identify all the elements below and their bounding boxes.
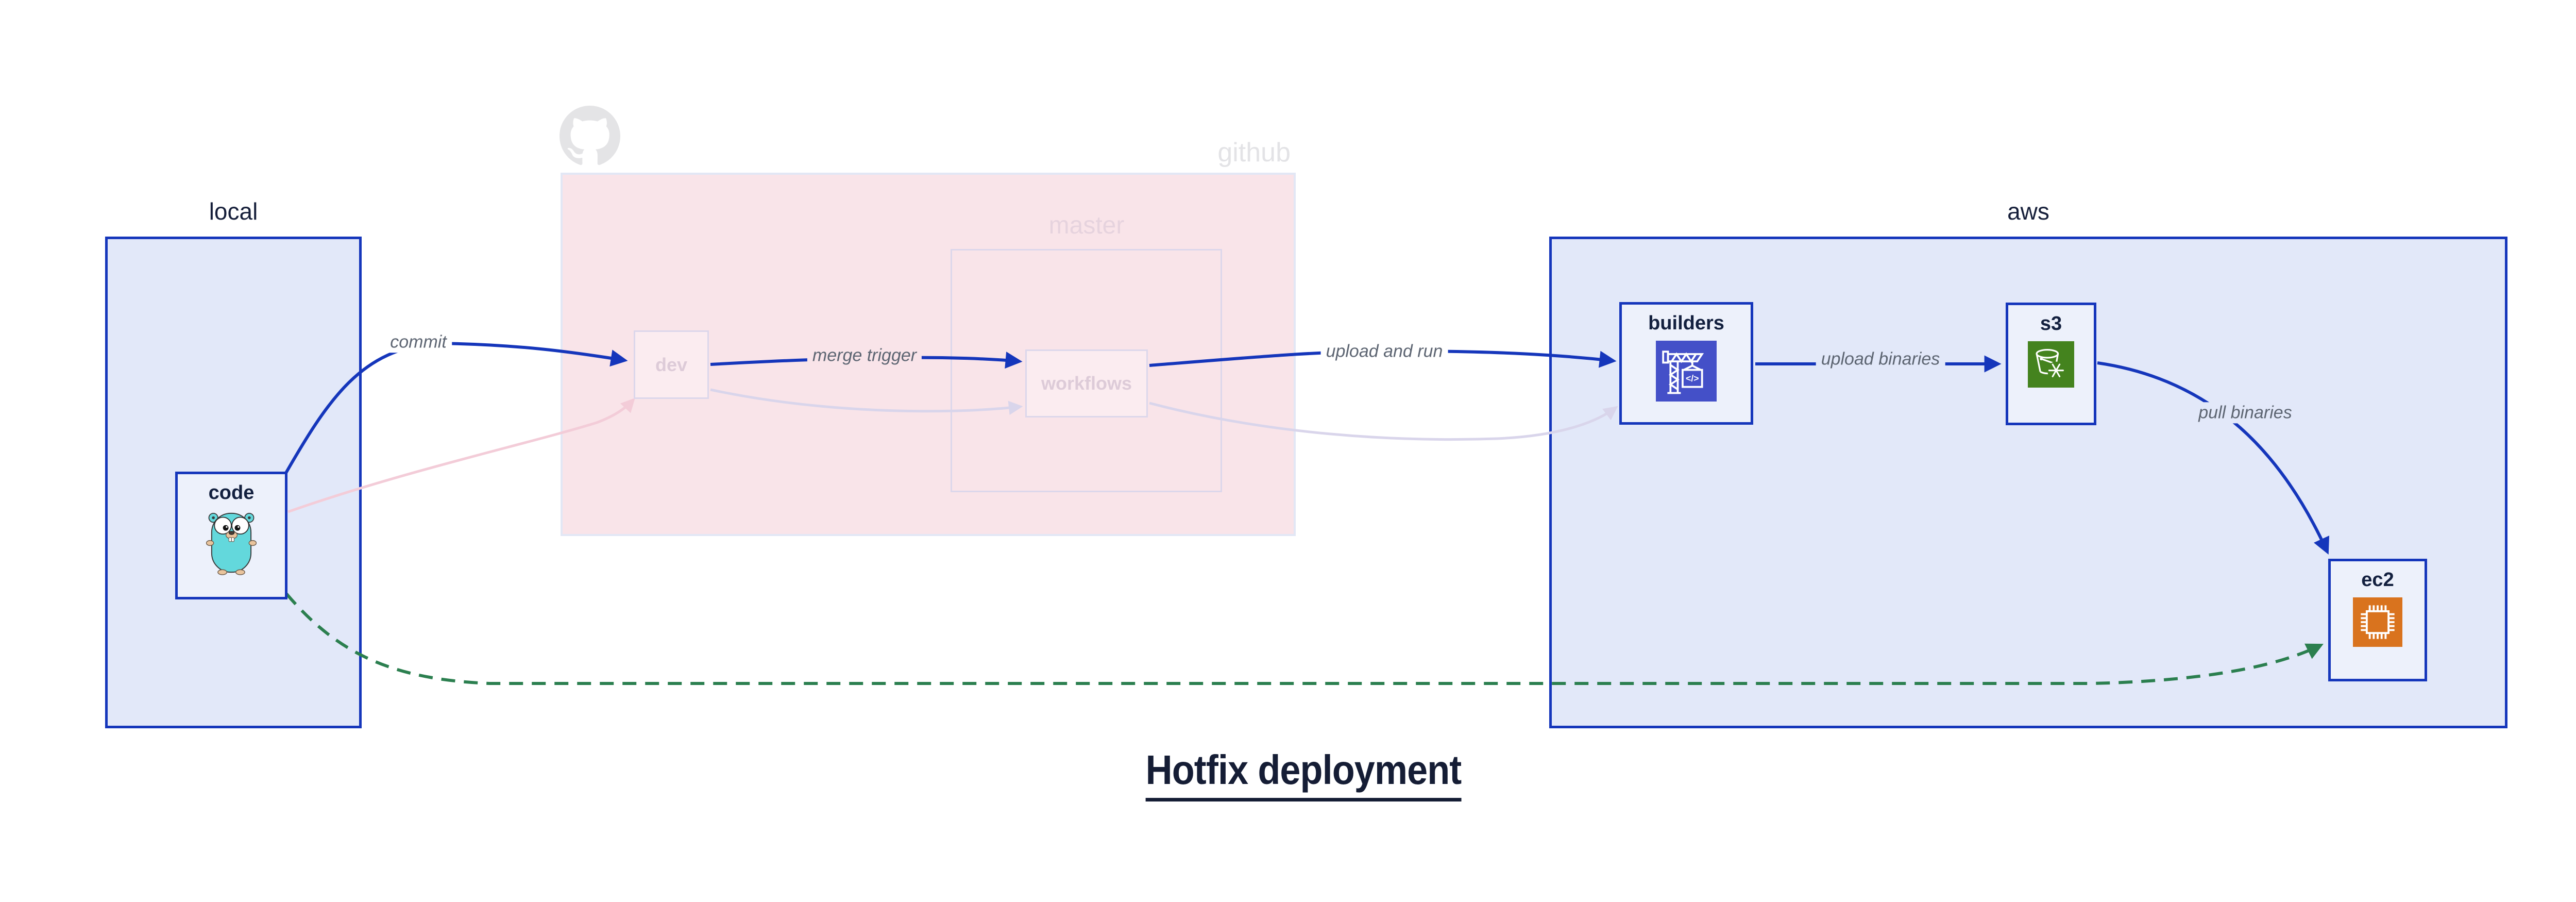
codebuild-crane-icon: </> [1656,340,1717,402]
node-dev-label: dev [655,354,688,375]
github-container-label: github [1217,138,1291,168]
ec2-chip-icon [2353,597,2402,647]
edge-label-upload-and-run: upload and run [1320,341,1448,362]
node-code: code [175,472,287,599]
diagram-title: Hotfix deployment [1128,746,1479,801]
node-workflows-label: workflows [1041,373,1132,394]
local-container-label: local [209,198,258,225]
master-branch-box [951,249,1222,492]
edge-label-pull-binaries: pull binaries [2193,402,2297,424]
node-dev: dev [634,330,709,399]
s3-bucket-snowflake-icon [2028,341,2074,388]
master-branch-label: master [1048,212,1125,239]
octocat-icon [560,106,620,166]
node-builders: builders </> [1619,302,1753,425]
svg-text:</>: </> [1686,373,1699,383]
node-workflows: workflows [1025,349,1148,417]
diagram-title-text: Hotfix deployment [1145,746,1462,801]
node-ec2-label: ec2 [2361,569,2394,591]
node-builders-label: builders [1648,312,1724,334]
go-gopher-icon [206,510,257,575]
edge-label-merge-trigger: merge trigger [807,345,922,366]
edge-label-upload-binaries: upload binaries [1816,348,1945,370]
node-ec2: ec2 [2328,559,2427,681]
node-code-label: code [208,482,255,504]
node-s3: s3 [2006,303,2096,425]
node-s3-label: s3 [2040,313,2062,335]
edge-label-commit: commit [385,331,452,353]
aws-container-label: aws [2007,198,2049,225]
